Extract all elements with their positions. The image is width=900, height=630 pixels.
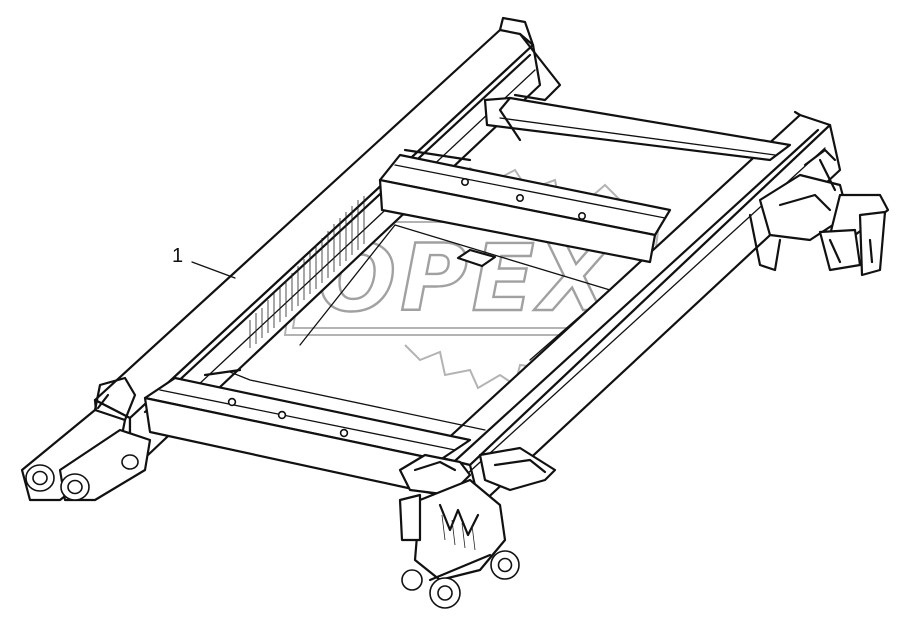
callout-1: 1 [172,245,236,279]
mount-eye [121,454,139,470]
callout-label: 1 [172,245,183,267]
mount-eye-bore [437,585,453,601]
rear-right-bracket [748,148,890,277]
mount-eye-bore [497,557,513,573]
mount-eye [401,569,423,591]
front-right-bracket [398,446,557,609]
rail-shading [249,196,365,348]
bolt-hole [277,410,287,420]
front-left-lug-bracket [20,376,152,502]
bolt-hole [227,397,237,407]
bolt-hole [577,212,586,221]
middle-cross-member [299,148,672,361]
rear-cross-member [483,96,792,162]
bolt-hole [339,428,349,438]
mount-eye-bore [32,470,48,486]
bolt-hole [460,178,469,187]
floor-plate [456,248,497,268]
mount-eye-bore [67,479,83,495]
right-side-rail [428,110,842,507]
bolt-hole [515,194,524,203]
